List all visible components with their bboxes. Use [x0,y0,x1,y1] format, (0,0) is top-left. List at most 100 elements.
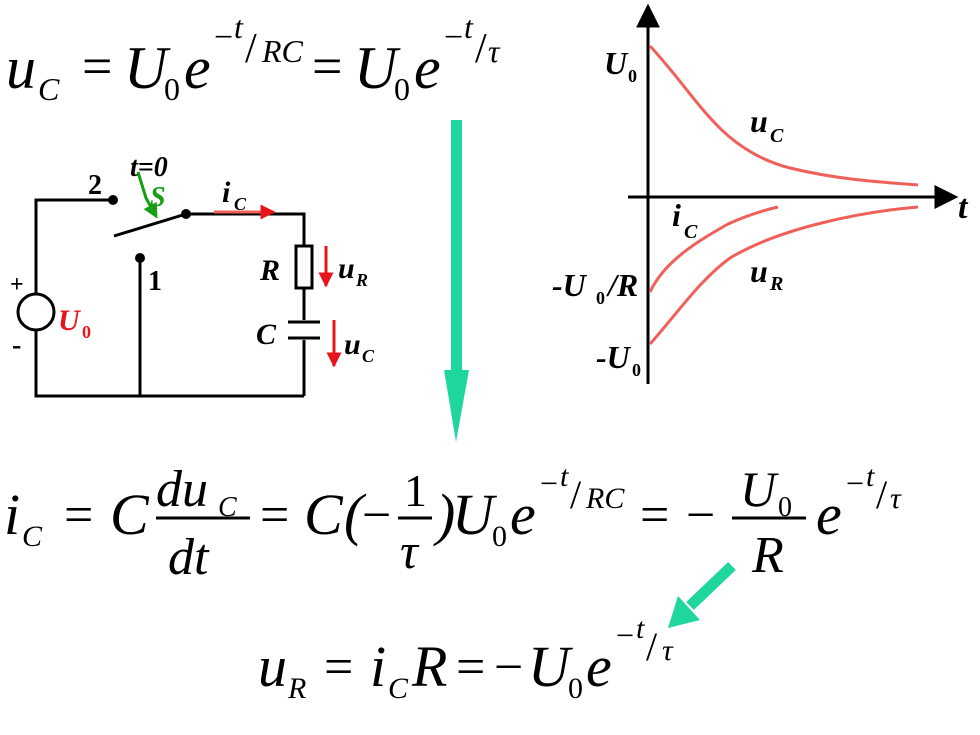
eq2-frac-U-sub: 0 [778,492,792,523]
flow-arrow-down [444,120,469,442]
eq2-minus: − [362,487,391,544]
eq3-R: R [411,634,447,699]
eq3-sub-0: 0 [568,672,583,705]
wire-left-bottom [34,198,304,398]
ur-label-u: u [338,252,355,285]
switch-time-label: t=0 [130,152,168,183]
arrow-head [444,370,469,442]
eq1-e2: e [414,35,441,101]
eq2-minus-2: − [686,487,715,544]
eq3-exp-minus: − [616,617,634,653]
equation-uc: u C = U 0 e − t / RC = U 0 e − t / τ [6,9,501,107]
eq1-exp-t: t [234,9,244,45]
y-label-neg-u0-over-r-pre: -U [552,267,588,303]
eq1-e: e [184,35,211,101]
rc-circuit [16,198,320,398]
uc-label-u: u [344,328,361,361]
eq1-exp2-slash: / [475,26,487,72]
eq2-dt: dt [168,529,210,586]
curve-ur-label: u [750,253,768,289]
node-2-label: 2 [88,170,102,201]
eq1-exp-slash: / [245,26,257,72]
eq3-exp-t: t [636,612,645,645]
curve-ic-label-sub: C [684,221,698,243]
eq2-C2: C [304,482,344,547]
eq2-U: U [452,482,498,547]
equation-ic: i C = C du C dt = C ( − 1 τ ) U 0 e − t … [4,460,902,586]
voltage-source [16,292,56,332]
eq1-sub-c: C [38,71,60,107]
y-label-neg-u0-sub: 0 [632,360,641,380]
source-plus: + [10,272,24,298]
eq2-exp2-t: t [866,460,875,493]
flow-arrow-diagonal [668,562,736,628]
node-2-dot [108,195,118,205]
y-label-u0-sub: 0 [628,66,637,86]
eq2-exp2-tau: τ [890,482,902,515]
eq2-du: du [156,461,208,518]
eq2-exp-t: t [560,460,569,493]
eq2-equals-1: = [64,487,93,544]
eq2-e2: e [816,482,842,547]
eq3-sub-c: C [388,672,409,705]
circuit-nodes [108,195,191,263]
x-axis-label-t: t [958,189,969,226]
switch-motion-arrow [136,171,158,219]
curve-uc-label-sub: C [770,125,784,147]
ic-label-sub: C [234,194,247,214]
eq2-paren-close: ) [433,482,455,547]
arrow-shaft [451,120,462,390]
decay-graph [628,3,959,384]
curve-ur-label-sub: R [769,273,783,295]
y-label-neg-u0-pre: -U [596,339,632,375]
equation-ur: u R = i C R = − U 0 e − t / τ [258,612,674,705]
eq2-equals-3: = [640,487,669,544]
eq3-e: e [586,634,612,699]
eq1-exp-rc: RC [261,33,304,69]
eq1-U: U [124,35,171,101]
capacitor-label: C [256,318,277,351]
switch-blade [113,212,187,238]
y-label-neg-u0-over-r-post: /R [606,267,638,303]
eq2-C: C [110,482,150,547]
eq2-e: e [510,482,536,547]
node-1-dot [135,253,145,263]
eq3-U: U [528,634,574,699]
curve-uc-label: u [750,103,768,139]
eq1-exp2-minus: − [444,19,463,56]
eq3-minus: − [494,639,523,696]
wire-top-right [186,212,306,246]
diag-arrow-shaft [686,562,736,610]
eq1-exp2-tau: τ [488,33,501,69]
eq2-du-sub: C [218,492,237,523]
eq3-u: u [258,634,287,699]
eq3-equals-1: = [324,639,353,696]
eq3-equals-2: = [456,639,485,696]
eq2-sub-0: 0 [492,520,507,553]
curve-ur [648,205,919,345]
y-label-neg-u0-over-r-sub: 0 [596,288,605,308]
resistor-label: R [259,254,280,287]
eq2-paren-open: ( [344,482,367,547]
eq2-exp-rc: RC [585,482,625,515]
eq2-frac-U: U [740,461,779,517]
curve-ic [648,205,779,293]
eq1-equals-1: = [82,36,112,96]
eq2-equals-2: = [260,487,289,544]
circuit-labels: 2 1 t=0 S + - U 0 i C R u R C u C [10,152,375,366]
graph-labels: U 0 -U 0 /R -U 0 t u C i C u R [552,45,969,380]
source-minus: - [12,330,21,361]
eq1-sub-0b: 0 [394,71,410,107]
eq2-exp2-minus: − [846,465,864,501]
eq2-sub-c: C [22,520,43,553]
eq2-i: i [4,482,20,547]
node-pivot-dot [181,209,191,219]
switch-label: S [150,182,166,213]
diag-arrow-head [668,596,700,628]
source-label-sub: 0 [82,322,91,342]
eq3-sub-r: R [287,672,306,705]
eq3-exp-slash: / [646,624,658,669]
eq1-exp-minus: − [214,19,233,56]
ic-label-i: i [222,176,231,209]
